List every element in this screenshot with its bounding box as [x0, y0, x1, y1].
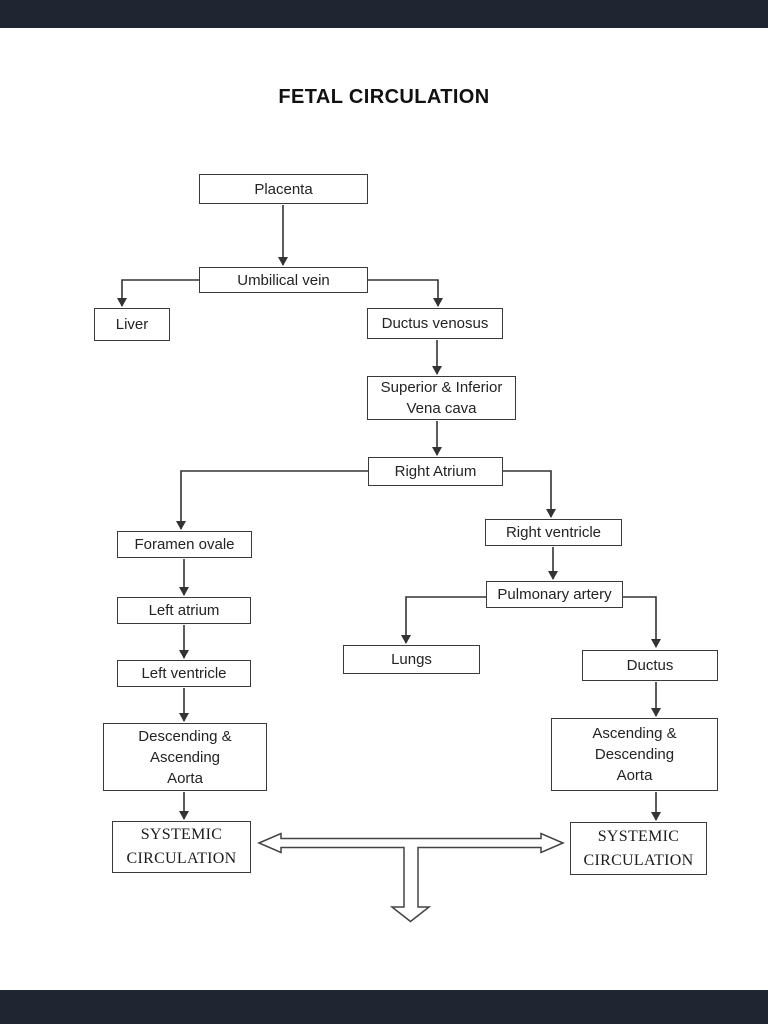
connector-pulmonary-lungs — [401, 596, 486, 644]
node-lungs: Lungs — [343, 645, 480, 674]
node-right-atrium: Right Atrium — [368, 457, 503, 486]
viewer-top-bar — [0, 0, 768, 28]
node-ascending-aorta: Ascending & Descending Aorta — [551, 718, 718, 791]
node-umbilical-vein: Umbilical vein — [199, 267, 368, 293]
node-ductus-venosus: Ductus venosus — [367, 308, 503, 339]
node-pulmonary-artery: Pulmonary artery — [486, 581, 623, 608]
connector-umbilical-liver — [117, 279, 199, 307]
node-liver: Liver — [94, 308, 170, 341]
connector-rightatrium-rightventricle — [503, 470, 556, 518]
node-placenta: Placenta — [199, 174, 368, 204]
node-systemic-circulation-right: SYSTEMIC CIRCULATION — [570, 822, 707, 875]
connector-rightatrium-foramenovale — [176, 470, 368, 530]
systemic-distribution-arrow — [257, 832, 565, 923]
node-ductus: Ductus — [582, 650, 718, 681]
connector-pulmonary-ductus — [623, 596, 661, 648]
node-right-ventricle: Right ventricle — [485, 519, 622, 546]
node-foramen-ovale: Foramen ovale — [117, 531, 252, 558]
node-descending-aorta: Descending & Ascending Aorta — [103, 723, 267, 791]
node-systemic-circulation-left: SYSTEMIC CIRCULATION — [112, 821, 251, 873]
node-left-atrium: Left atrium — [117, 597, 251, 624]
node-vena-cava: Superior & Inferior Vena cava — [367, 376, 516, 420]
page-title: FETAL CIRCULATION — [278, 86, 490, 108]
connector-umbilical-ductus-venosus — [368, 279, 443, 307]
viewer-bottom-bar — [0, 990, 768, 1024]
node-left-ventricle: Left ventricle — [117, 660, 251, 687]
